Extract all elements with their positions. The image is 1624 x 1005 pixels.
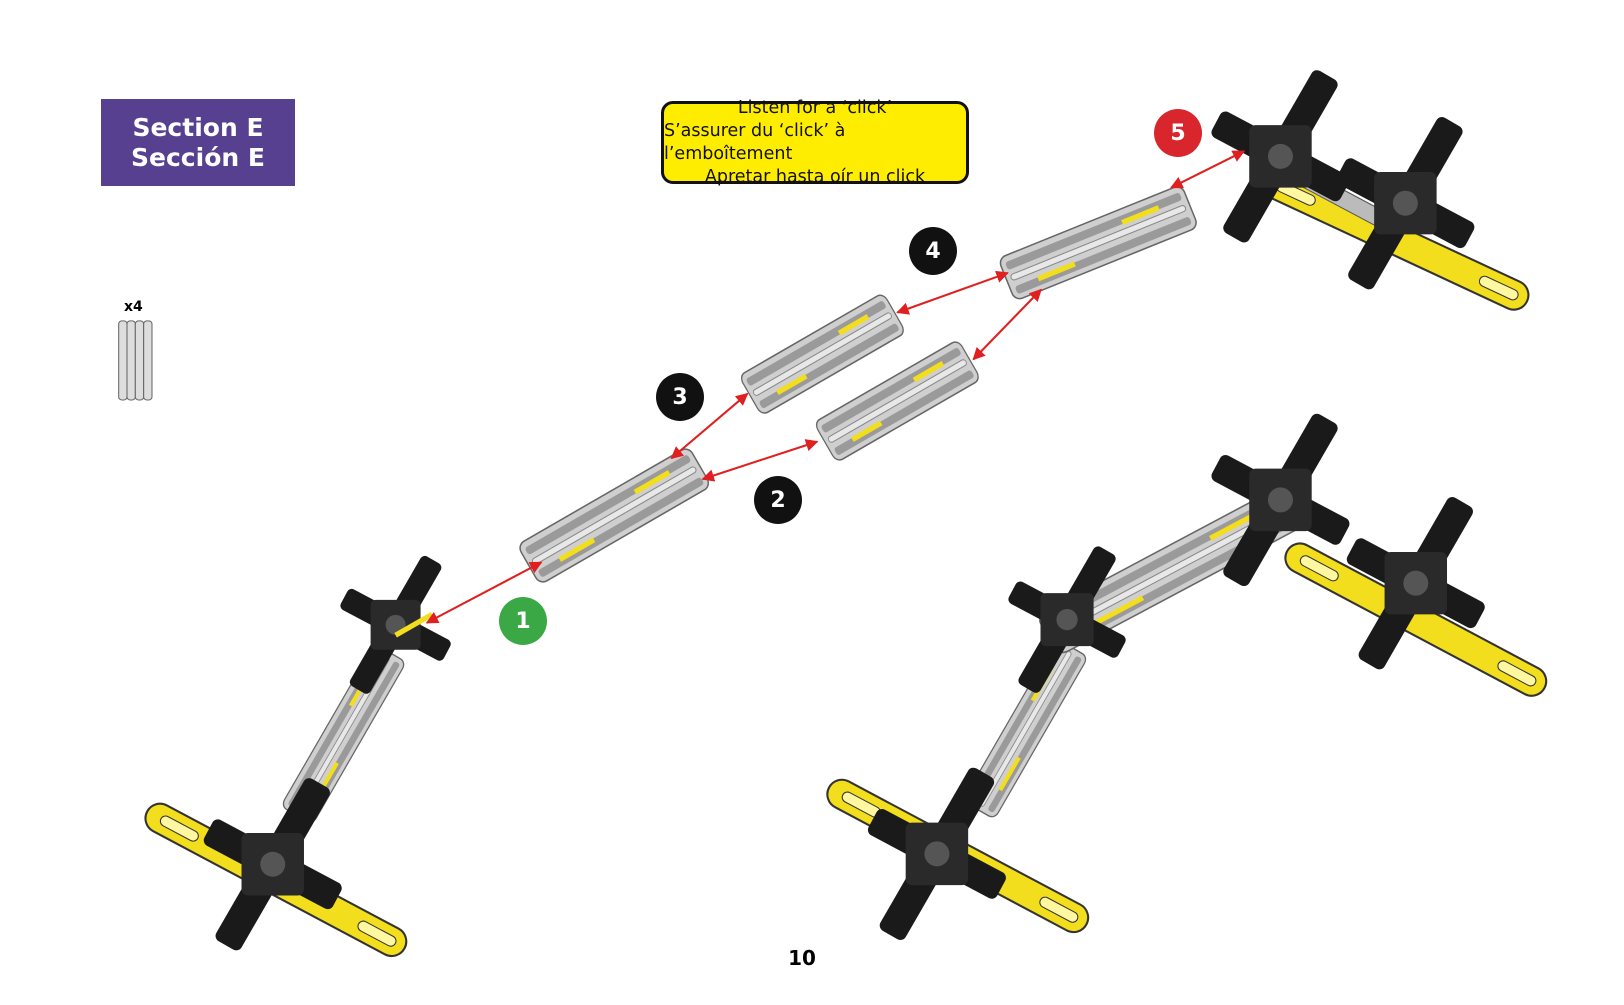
note-line-fr: S’assurer du ‘click’ à l’emboîtement [664, 120, 846, 164]
step-badge-2: 2 [754, 476, 802, 524]
part-icon-beam [118, 320, 153, 401]
arrows [425, 150, 1246, 624]
beam-step-4 [997, 183, 1200, 302]
page-number: 10 [788, 946, 816, 970]
beam-step-1 [516, 445, 713, 586]
click-note: Listen for a ‘click’ S’assurer du ‘click… [661, 98, 969, 187]
top-right-assembly [1209, 67, 1535, 316]
step-badge-4: 4 [909, 227, 957, 275]
section-label-en: Section E [132, 112, 264, 142]
part-quantity: x4 [124, 299, 143, 315]
section-label-es: Sección E [131, 142, 265, 172]
note-line-en: Listen for a ‘click’ [737, 97, 893, 118]
completed-assembly [821, 411, 1553, 943]
step-badge-1: 1 [499, 597, 547, 645]
step-badge-5: 5 [1154, 109, 1202, 157]
step-badge-3: 3 [656, 373, 704, 421]
left-assembly [139, 554, 453, 963]
section-label: Section E Sección E [101, 99, 295, 186]
note-line-es: Apretar hasta oír un click [704, 166, 926, 187]
